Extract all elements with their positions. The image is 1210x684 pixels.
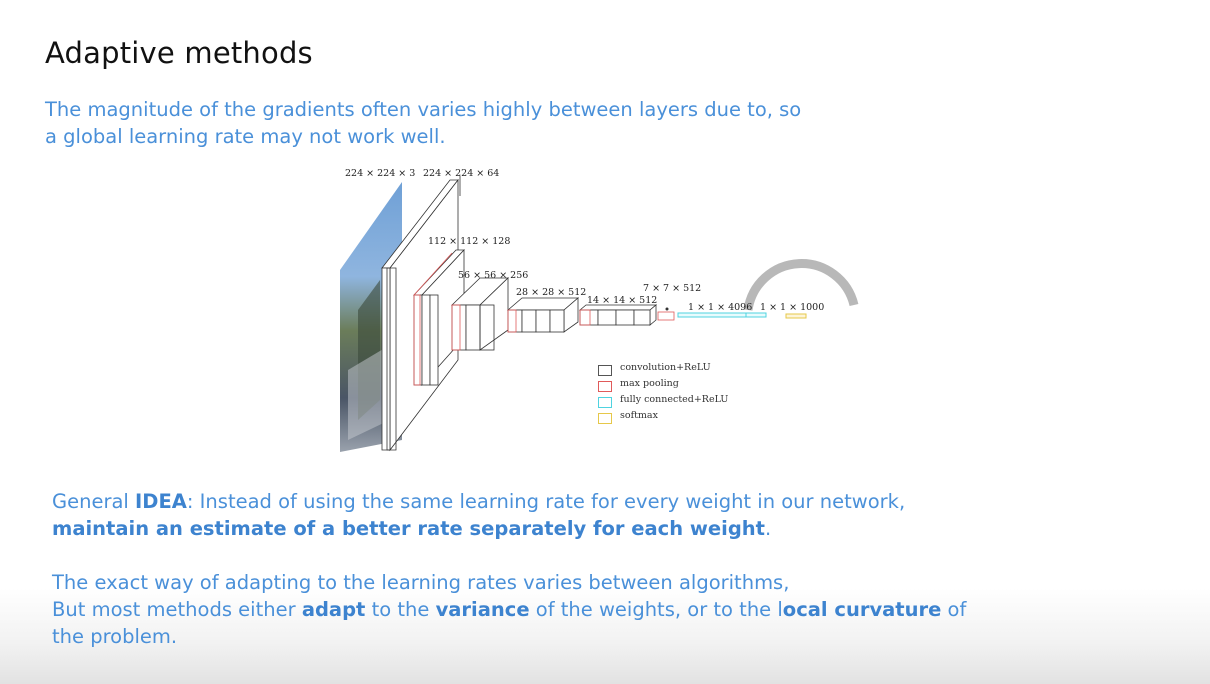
label-conv4: 28 × 28 × 512: [516, 287, 587, 298]
conv5-block: [578, 304, 658, 326]
slide-title: Adaptive methods: [45, 36, 313, 70]
conv4-block: [506, 297, 580, 333]
vgg-architecture-figure: 224 × 224 × 3 224 × 224 × 64 112 × 112 ×…: [340, 160, 860, 456]
pool5-block: [657, 311, 675, 321]
idea-prefix: General: [52, 490, 136, 513]
vgg-diagram: [340, 176, 859, 452]
idea-line-2: maintain an estimate of a better rate se…: [52, 515, 771, 542]
label-softmax: 1 × 1 × 1000: [760, 302, 825, 313]
methods-text-d: of: [941, 598, 967, 621]
label-conv5: 14 × 14 × 512: [587, 295, 658, 306]
conv2-block: [413, 248, 465, 387]
methods-text-c: of the weights, or to the l: [529, 598, 783, 621]
legend-conv-label: convolution+ReLU: [620, 362, 711, 373]
idea-period: .: [765, 517, 772, 540]
intro-text: The magnitude of the gradients often var…: [45, 96, 885, 150]
methods-variance: variance: [435, 598, 530, 621]
intro-line-2: a global learning rate may not work well…: [45, 125, 446, 148]
label-pool5: 7 × 7 × 512: [643, 283, 702, 294]
legend-conv-swatch: [598, 365, 612, 376]
idea-line-1: General IDEA: Instead of using the same …: [52, 488, 905, 515]
methods-line-3: the problem.: [52, 625, 178, 648]
methods-text-a: But most methods either: [52, 598, 302, 621]
intro-line-1: The magnitude of the gradients often var…: [45, 98, 802, 121]
legend-softmax-swatch: [598, 413, 612, 424]
progress-arc: [743, 259, 859, 311]
legend-pool-label: max pooling: [620, 378, 679, 389]
legend-pool-swatch: [598, 381, 612, 392]
legend-fc-swatch: [598, 397, 612, 408]
methods-local-curvature: ocal curvature: [782, 598, 942, 621]
label-conv3: 56 × 56 × 256: [458, 270, 529, 281]
legend-fc-label: fully connected+ReLU: [620, 394, 729, 405]
methods-adapt: adapt: [301, 598, 366, 621]
legend-softmax-label: softmax: [620, 410, 658, 421]
methods-line-2: But most methods either adapt to the var…: [52, 596, 966, 623]
idea-rest: : Instead of using the same learning rat…: [186, 490, 906, 513]
conv3-block: [451, 277, 509, 351]
label-conv1: 224 × 224 × 64: [423, 168, 500, 179]
methods-line-1: The exact way of adapting to the learnin…: [52, 571, 790, 594]
fc-layers: [677, 312, 767, 318]
label-conv2: 112 × 112 × 128: [428, 236, 511, 247]
softmax-layer: [785, 313, 807, 319]
idea-keyword: IDEA: [135, 490, 187, 513]
idea-bold-statement: maintain an estimate of a better rate se…: [52, 517, 765, 540]
label-fc: 1 × 1 × 4096: [688, 302, 753, 313]
label-input: 224 × 224 × 3: [345, 168, 416, 179]
methods-text-b: to the: [365, 598, 436, 621]
